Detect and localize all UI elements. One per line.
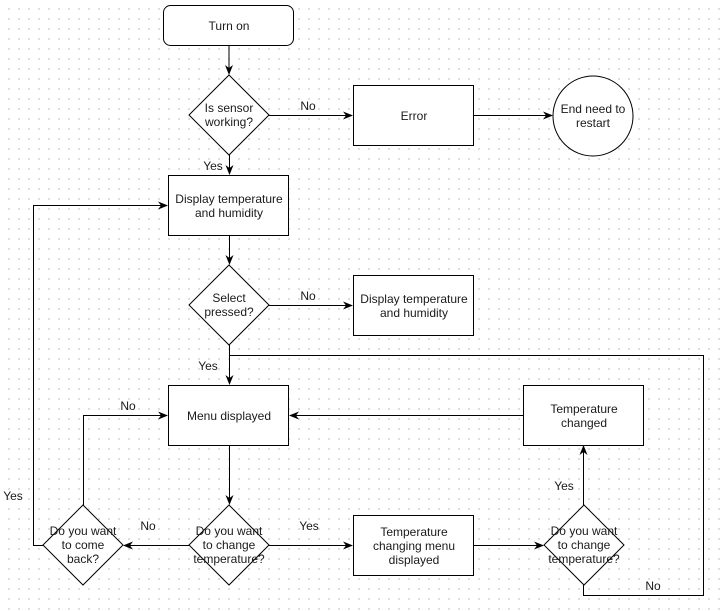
edge-label-select-no: No [300,289,316,303]
change2-line3: temperature? [548,552,620,566]
turn-on-text: Turn on [208,19,250,33]
change2-line2: to change [557,538,611,552]
error-label: Error [354,86,474,146]
node-turn-on[interactable] [163,5,294,46]
edge-label-select-yes: Yes [198,359,218,373]
tempchanged-line2: changed [560,416,608,430]
edge-comeback-display1 [33,201,168,546]
change1-line2: to change [202,538,256,552]
temp-menu-label: Temperature changing menu displayed [354,516,474,576]
sensor-q-line2: working? [204,115,254,129]
edge-comeback-menu [83,411,168,505]
edge-label-change2-yes: Yes [554,479,574,493]
node-come-back[interactable] [42,504,124,586]
comeback-line3: back? [66,552,100,566]
select-line2: pressed? [204,305,254,319]
menu-label: Menu displayed [169,386,289,446]
display1-label: Display temperature and humidity [169,176,289,236]
node-display-1[interactable] [168,175,289,236]
display1-line2: and humidity [194,206,264,220]
node-temp-changed[interactable] [523,385,644,446]
edge-change2-menu-no [229,355,704,596]
change1-line1: Do you want [195,524,263,538]
node-error[interactable] [353,85,474,146]
node-menu-displayed[interactable] [168,385,289,446]
edge-label-change1-yes: Yes [299,519,319,533]
end-line1: End need to [560,102,626,116]
error-text: Error [400,109,428,123]
come-back-label: Do you want to come back? [33,520,133,570]
change-temp-1-label: Do you want to change temperature? [179,520,279,570]
node-end-restart[interactable] [552,75,634,157]
sensor-q-line1: Is sensor [204,101,254,115]
display2-line1: Display temperature [360,292,468,306]
edge-label-comeback-no: No [120,399,136,413]
change2-line1: Do you want [550,524,618,538]
turn-on-label: Turn on [164,6,294,46]
comeback-line1: Do you want [49,524,117,538]
edge-label-sensor-no: No [300,99,316,113]
node-display-2[interactable] [353,275,474,336]
tempchanged-line1: Temperature [550,402,618,416]
node-change-temp-1[interactable] [188,504,270,586]
display2-line2: and humidity [379,306,449,320]
tempmenu-line2: changing menu [372,539,456,553]
edge-label-change2-no: No [645,579,661,593]
display2-label: Display temperature and humidity [354,276,474,336]
select-line1: Select [212,291,246,305]
change1-line3: temperature? [193,552,265,566]
edge-label-sensor-yes: Yes [203,159,223,173]
tempmenu-line1: Temperature [380,525,448,539]
end-restart-label: End need to restart [553,96,633,136]
change-temp-2-label: Do you want to change temperature? [534,520,634,570]
menu-text: Menu displayed [186,409,272,423]
edge-label-change1-no: No [140,519,156,533]
display1-line1: Display temperature [175,192,283,206]
comeback-line2: to come [61,538,105,552]
tempmenu-line3: displayed [388,553,440,567]
end-line2: restart [575,116,610,130]
edge-label-comeback-yes: Yes [3,489,23,503]
select-pressed-label: Select pressed? [189,285,269,325]
node-temp-menu[interactable] [353,515,474,576]
sensor-working-label: Is sensor working? [189,95,269,135]
temp-changed-label: Temperature changed [524,386,644,446]
